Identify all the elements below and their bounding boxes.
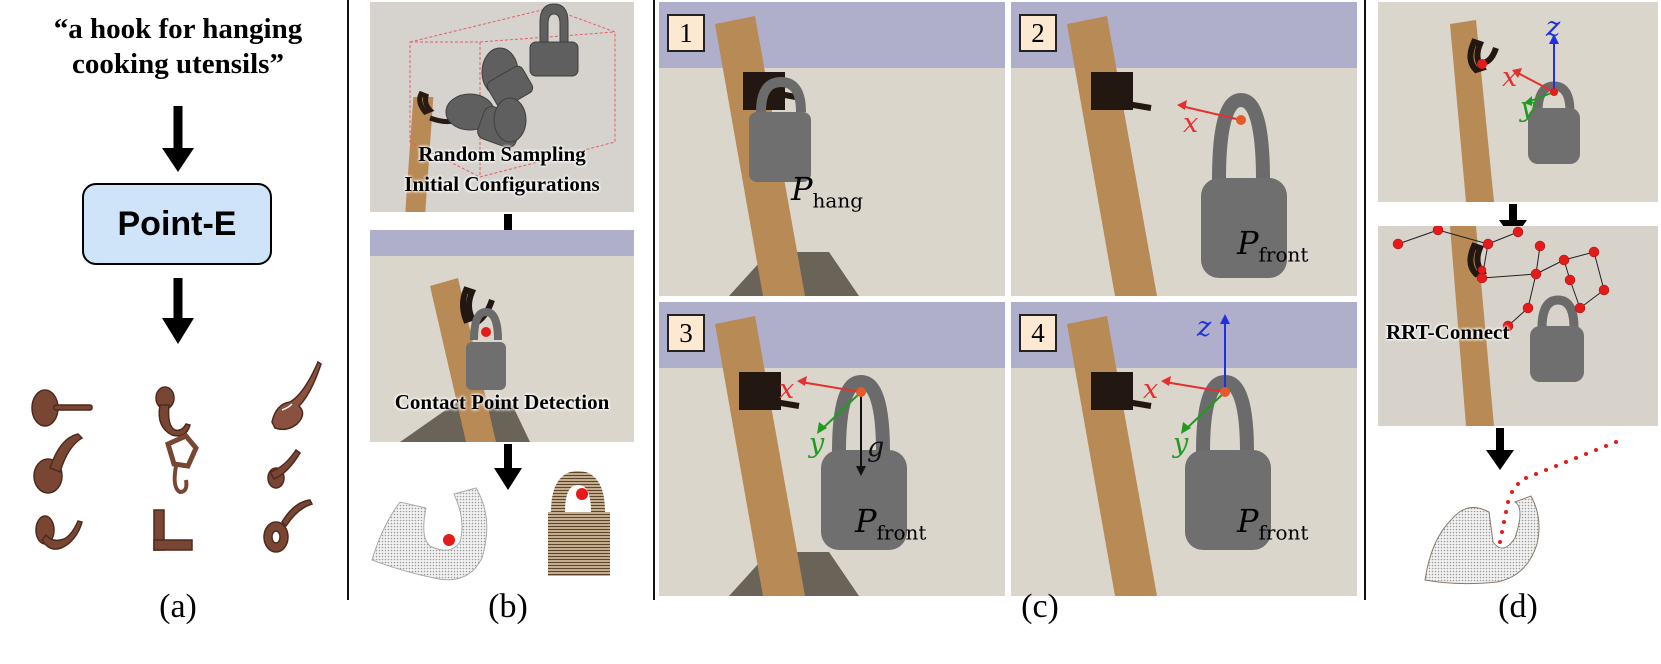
hook-icon: [263, 499, 314, 553]
hook-icon: [267, 448, 301, 489]
x-axis-label: x: [1502, 62, 1518, 93]
padlock-icon: [1212, 92, 1270, 181]
text-prompt: “a hook for hanging cooking utensils”: [53, 13, 303, 80]
x-axis-label: x: [1143, 374, 1159, 405]
y-axis-label: y: [1520, 92, 1536, 123]
step-2-render: [1067, 16, 1287, 296]
pose-label: Pfront: [855, 502, 927, 545]
separator: [653, 0, 655, 600]
step-2-scene: 2 x Pfront: [1011, 2, 1357, 296]
hook-icon: [31, 389, 93, 427]
rrt-scene: RRT-Connect: [1378, 226, 1658, 426]
step-3-scene: 3 x y g Pfront: [659, 302, 1005, 596]
pose-label: Pfront: [1237, 502, 1309, 545]
hook-icon: [271, 360, 322, 431]
random-pose-samples: [404, 3, 616, 212]
hook-icon: [164, 432, 199, 495]
point-e-model-box: Point-E: [82, 183, 272, 265]
frame-render: [1450, 20, 1580, 202]
x-axis-label: x: [1183, 108, 1199, 139]
step-badge: 4: [1019, 314, 1057, 352]
sampling-scene: Random Sampling Initial Configurations: [370, 2, 634, 212]
step-3-render: [715, 316, 907, 596]
hook-icon: [33, 433, 84, 494]
x-axis-label: x: [779, 374, 795, 405]
contact-render: [400, 278, 530, 442]
hook-icon: [35, 515, 83, 550]
panel-d-label: (d): [1498, 588, 1538, 625]
step-1-scene: 1 Phang: [659, 2, 1005, 296]
hook-icon: [155, 386, 191, 437]
frame-scene: z x y: [1378, 2, 1658, 202]
separator: [1364, 0, 1366, 600]
contact-point: [443, 534, 455, 546]
y-axis-label: y: [1173, 428, 1189, 459]
model-box-label: Point-E: [117, 204, 237, 243]
y-axis-label: y: [809, 428, 825, 459]
pose-label: Phang: [791, 170, 864, 213]
padlock-icon: [756, 76, 806, 113]
g-axis-label: g: [867, 432, 885, 463]
panel-a-label: (a): [159, 588, 197, 625]
contact-caption: Contact Point Detection: [394, 390, 610, 414]
rrt-connect-caption: RRT-Connect: [1386, 320, 1510, 344]
sky: [370, 230, 634, 256]
step-badge: 2: [1019, 14, 1057, 52]
step-4-scene: 4 z x y Pfront: [1011, 302, 1357, 596]
sampling-caption-line2: Initial Configurations: [404, 172, 600, 196]
sampling-caption-line1: Random Sampling: [418, 142, 586, 166]
contact-point: [576, 488, 588, 500]
pose-label: Pfront: [1237, 224, 1309, 267]
padlock-icon: [832, 374, 890, 453]
step-badge: 3: [667, 314, 705, 352]
step-4-render: [1067, 314, 1271, 596]
rrt-tree: [1392, 226, 1610, 426]
panel-c-label: (c): [1021, 588, 1059, 625]
step-1-render: [715, 16, 859, 296]
step-badge: 1: [667, 14, 705, 52]
z-axis-label: z: [1197, 312, 1212, 343]
hook-icon: [153, 509, 193, 551]
panel-b-label: (b): [488, 588, 528, 625]
contact-scene: Contact Point Detection: [370, 230, 634, 442]
contact-point: [481, 327, 491, 337]
z-axis-label: z: [1546, 12, 1561, 43]
separator: [347, 0, 349, 600]
